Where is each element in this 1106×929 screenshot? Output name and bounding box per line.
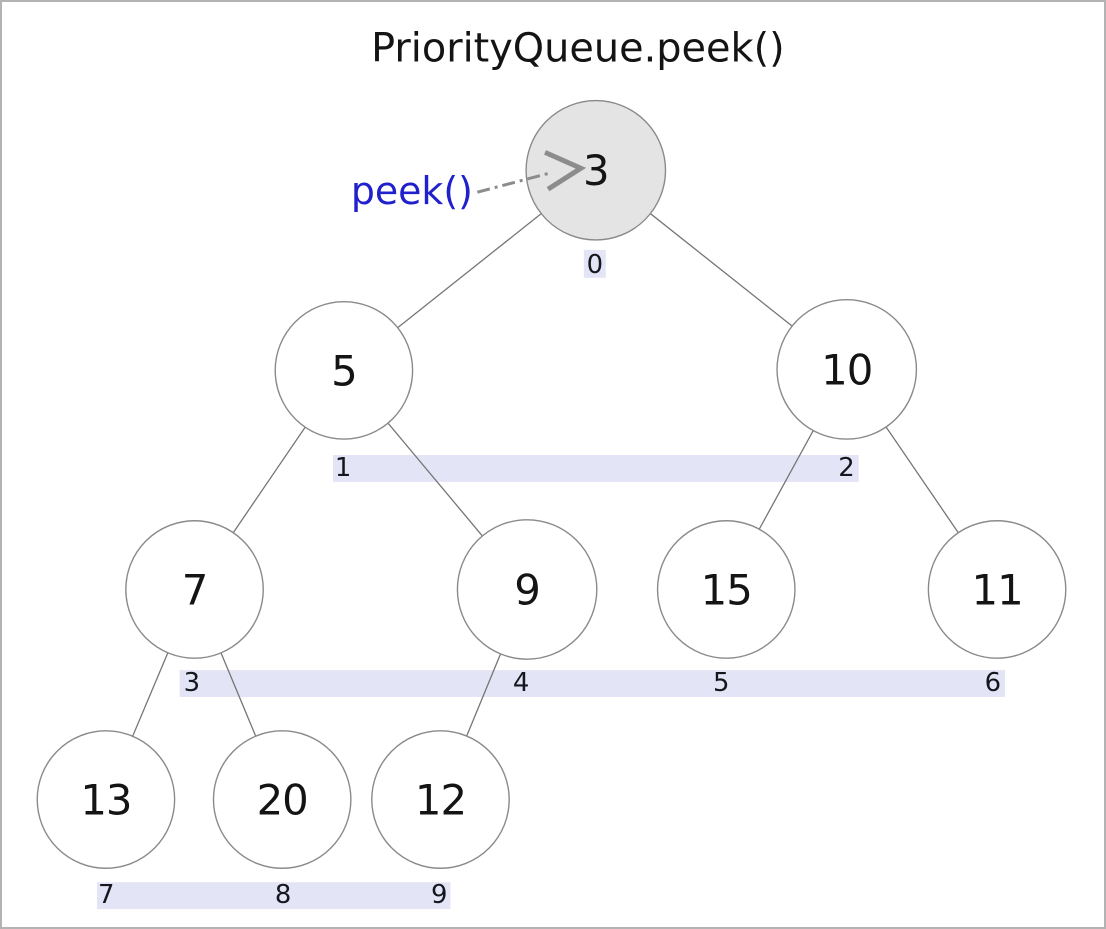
index-bar-level-0 (583, 249, 606, 278)
heap-nodes (36, 99, 1067, 869)
node-value: 7 (182, 565, 208, 614)
peek-annotation: peek() (351, 150, 587, 213)
node-value: 20 (257, 775, 308, 824)
node-value: 13 (80, 775, 131, 824)
index-label: 8 (275, 880, 291, 910)
node-circle-root (525, 99, 667, 241)
peek-arrow-shaft (476, 171, 550, 194)
index-label: 4 (513, 668, 529, 698)
node-value: 11 (971, 565, 1022, 614)
figure-title: PriorityQueue.peek() (371, 26, 785, 72)
index-label: 0 (587, 250, 603, 280)
index-bar-level-1 (332, 455, 859, 482)
index-bars (96, 249, 1006, 910)
index-bar-level-2 (179, 670, 1006, 697)
index-label: 3 (184, 668, 200, 698)
node-circle-12 (371, 730, 510, 869)
node-circle-7 (125, 520, 264, 659)
index-labels: 0 1 2 3 4 5 6 7 8 9 (98, 250, 1001, 910)
node-circle-13 (36, 730, 176, 869)
node-circle-20 (212, 730, 352, 869)
index-label: 5 (713, 668, 729, 698)
index-label: 7 (98, 880, 114, 910)
node-value: 9 (514, 565, 540, 614)
node-circle-11 (927, 520, 1067, 659)
index-label: 9 (431, 880, 447, 910)
peek-arrow-head-icon (544, 150, 587, 192)
node-value: 5 (331, 346, 357, 395)
node-values: 3 5 10 7 9 15 11 13 20 12 (80, 146, 1023, 824)
index-label: 6 (985, 668, 1001, 698)
node-circle-10 (776, 299, 918, 440)
peek-label: peek() (351, 169, 473, 213)
node-circle-15 (656, 520, 796, 659)
node-value: 3 (583, 146, 609, 195)
node-circle-9 (456, 519, 598, 660)
tree-edges (105, 169, 998, 800)
index-label: 2 (838, 453, 854, 483)
index-bar-level-3 (96, 882, 451, 910)
node-value: 15 (701, 565, 752, 614)
index-label: 1 (335, 453, 351, 483)
node-value: 12 (415, 775, 466, 824)
node-circle-5 (274, 301, 414, 440)
node-value: 10 (821, 345, 872, 394)
